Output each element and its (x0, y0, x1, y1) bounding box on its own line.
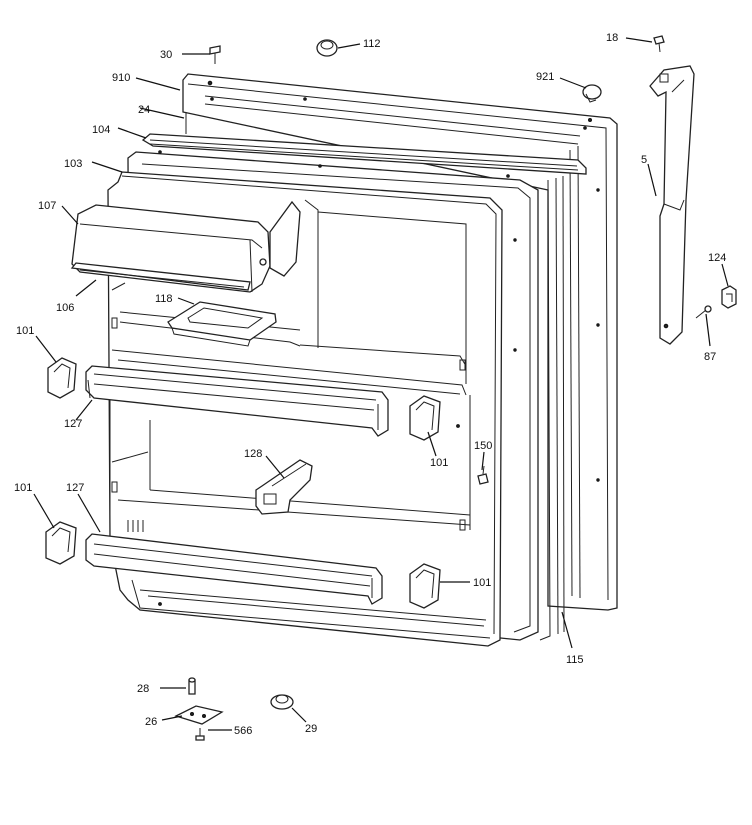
callout-112: 112 (363, 38, 381, 50)
shelf-bracket (255, 459, 313, 515)
callout-150: 150 (474, 440, 492, 452)
plug-button (316, 39, 338, 57)
callout-128: 128 (244, 448, 262, 460)
callout-115: 115 (566, 654, 584, 666)
door-shelf-lower (85, 533, 383, 605)
callout-107: 107 (38, 200, 56, 212)
callout-26: 26 (145, 716, 157, 728)
handle-screw (695, 305, 712, 319)
callout-18: 18 (606, 32, 618, 44)
door-handle (649, 65, 695, 345)
callout-101-left-upper: 101 (16, 325, 34, 337)
callout-101-right-lower: 101 (473, 577, 491, 589)
callout-103: 103 (64, 158, 82, 170)
callout-24: 24 (138, 104, 150, 116)
shelf-end-cap-right-upper (409, 395, 441, 441)
callout-566: 566 (234, 725, 252, 737)
callout-118: 118 (155, 293, 173, 305)
callout-28: 28 (137, 683, 149, 695)
shelf-end-cap-left-lower (45, 521, 77, 565)
callout-104: 104 (92, 124, 110, 136)
screw-liner (477, 465, 489, 485)
screw-top (209, 45, 221, 64)
callout-106: 106 (56, 302, 74, 314)
butter-tray (167, 301, 277, 347)
callout-127-upper: 127 (64, 418, 82, 430)
dairy-door-hinge-strip (70, 262, 251, 291)
callout-124: 124 (708, 252, 726, 264)
outer-door-panel (182, 73, 618, 611)
callout-5: 5 (641, 154, 647, 166)
callout-labels: 30 112 18 910 921 24 104 5 103 107 124 1… (14, 32, 726, 737)
hinge-screw (195, 728, 205, 741)
trim-plug (582, 84, 602, 103)
callout-30: 30 (160, 49, 172, 61)
callout-87: 87 (704, 351, 716, 363)
screw-handle-top (653, 35, 665, 53)
callout-101-right-upper: 101 (430, 457, 448, 469)
shelf-end-cap-right-lower (409, 563, 441, 609)
hinge-pin (188, 677, 196, 695)
callout-921: 921 (536, 71, 554, 83)
shelf-end-cap-left-upper (47, 357, 77, 399)
handle-end-cap (721, 285, 737, 309)
callout-29: 29 (305, 723, 317, 735)
callout-910: 910 (112, 72, 130, 84)
door-shelf-upper (85, 365, 389, 437)
hinge-plate (174, 705, 224, 725)
callout-101-left-lower: 101 (14, 482, 32, 494)
door-gasket (141, 133, 587, 641)
leader-lines (33, 37, 729, 731)
door-stop-bushing (270, 694, 294, 710)
callout-127-lower: 127 (66, 482, 84, 494)
